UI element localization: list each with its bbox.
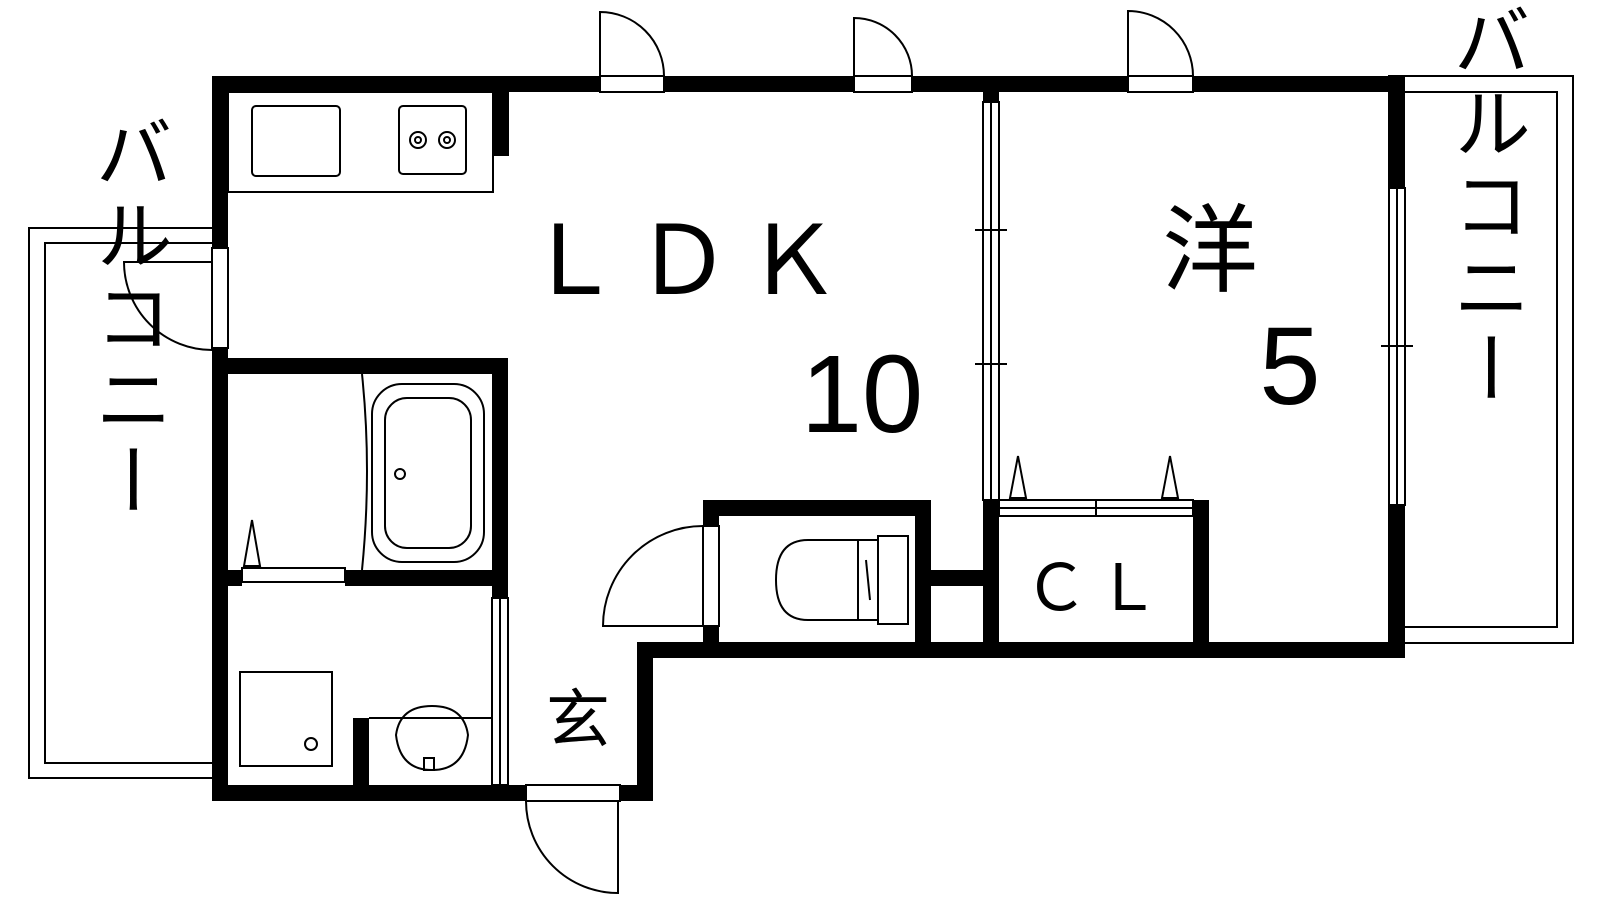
bath-threshold (241, 567, 346, 583)
balcony-labels: バルコニー バルコニー (84, 1, 1530, 523)
closet-stopper-left (1008, 455, 1028, 499)
closet-fixtures (1008, 455, 1180, 499)
top-wall-d (1193, 76, 1405, 92)
top-door-3-frame (1127, 75, 1194, 93)
burner-right-center (443, 136, 451, 144)
right-wall-bottom (1389, 505, 1405, 658)
left-balcony-door-swing (122, 261, 213, 351)
kitchen-sink (251, 105, 341, 177)
kitchen-stove (398, 105, 467, 175)
bath-curtain-line (361, 373, 368, 571)
left-balcony-label: バルコニー (84, 113, 172, 523)
top-wall-a (212, 76, 600, 92)
toilet-tank (877, 535, 909, 625)
toilet-door-swing (601, 525, 704, 627)
toilet-top-wall (703, 500, 931, 516)
left-wall-top (212, 76, 228, 248)
toilet-detail-line (865, 559, 871, 601)
toilet (774, 535, 909, 625)
divider-top-stub (983, 92, 999, 102)
toilet-bowl (774, 539, 859, 621)
closet-left-wall (983, 500, 999, 658)
windows (211, 101, 1413, 786)
ldk-size: 10 (801, 333, 923, 456)
right-balcony-label: バルコニー (1442, 1, 1530, 411)
bottom-wall-left (212, 785, 526, 801)
closet-label: ＣＬ (1024, 552, 1168, 624)
top-wall-c (912, 76, 1128, 92)
lower-wall (637, 642, 1405, 658)
burner-left-center (414, 136, 422, 144)
ldk-label: ＬＤＫ (525, 208, 855, 315)
bath-door-stopper (242, 519, 262, 567)
washbasin-faucet-icon (423, 757, 435, 771)
closet-stopper-right (1160, 455, 1180, 499)
bath-bottom-wall (345, 570, 508, 586)
top-door-1-swing (599, 10, 665, 77)
washing-machine-pan (239, 671, 333, 767)
bathroom (241, 373, 485, 583)
western-size: 5 (1259, 305, 1320, 428)
top-door-1-frame (599, 75, 665, 93)
washer-drain-icon (304, 737, 318, 751)
kitchen (227, 91, 494, 193)
right-wall-top (1389, 76, 1405, 188)
top-door-2-frame (853, 75, 913, 93)
washroom-partition (353, 718, 369, 786)
burner-right-icon (438, 131, 456, 149)
toilet-left-wall-top (703, 500, 719, 526)
kitchen-counter (227, 91, 494, 193)
western-label: 洋 (1162, 198, 1258, 305)
burner-left-icon (409, 131, 427, 149)
top-door-3-swing (1127, 9, 1194, 77)
kitchen-stub-wall (493, 92, 509, 156)
closet-right-wall (1193, 500, 1209, 658)
toilet-right-wall (915, 500, 931, 658)
entrance-door-swing (525, 800, 619, 895)
top-wall-b (664, 76, 854, 92)
toilet-cl-connector (931, 570, 983, 586)
bathtub-inner (384, 397, 472, 549)
top-door-2-swing (853, 16, 913, 77)
entrance-right-wall (637, 642, 653, 801)
entrance-label: 玄 (546, 684, 610, 756)
bathtub-outer (371, 383, 485, 563)
toilet-left-wall-bottom (703, 626, 719, 658)
room-labels: ＬＤＫ 10 洋 5 ＣＬ 玄 (525, 198, 1321, 756)
bathtub-drain-icon (394, 468, 406, 480)
bath-bottom-wall-left (212, 570, 242, 586)
bath-right-wall (492, 358, 508, 598)
washroom (239, 671, 492, 772)
left-window (211, 247, 229, 349)
doors (122, 9, 1194, 895)
washbasin (394, 704, 470, 772)
entrance-door-frame (525, 784, 621, 802)
bath-top-wall (212, 358, 508, 374)
interior-walls (212, 92, 1209, 786)
toilet-door-jamb (702, 525, 720, 627)
